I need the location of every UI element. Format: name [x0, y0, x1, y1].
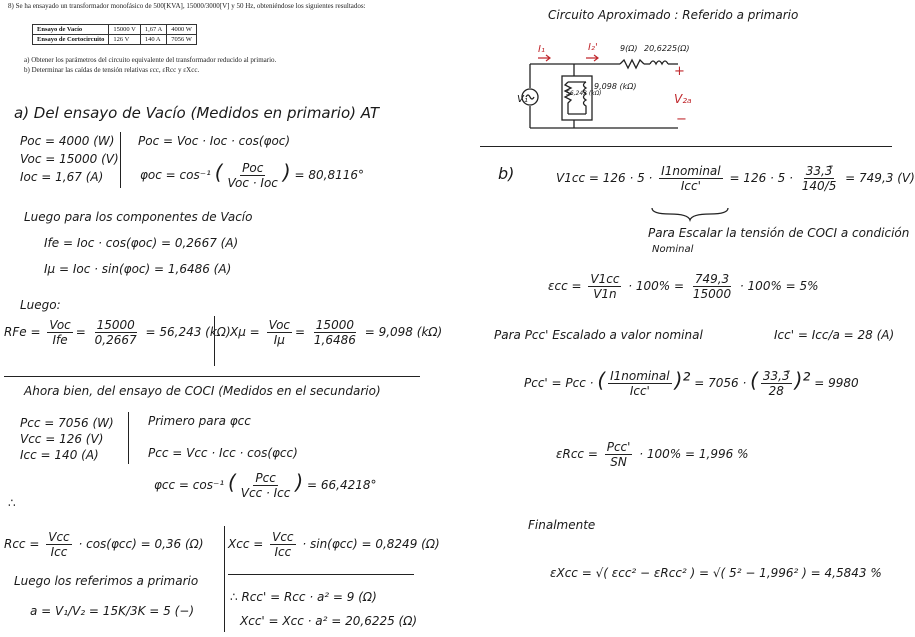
- section-a-header: a) Del ensayo de Vacío (Medidos en prima…: [14, 104, 380, 122]
- section-b-label: b): [498, 164, 515, 183]
- luego-componentes: Luego para los componentes de Vacío: [24, 210, 253, 224]
- magnetizing-branch-box: [561, 75, 593, 121]
- vcc-value: Vcc = 126 (V): [20, 432, 104, 446]
- equivalent-circuit-diagram: [521, 54, 678, 129]
- i1-label: I₁: [538, 44, 545, 55]
- series-x-label: 20,6225(Ω): [644, 44, 690, 53]
- xm-label: 9,098 (kΩ): [594, 82, 637, 91]
- ioc-value: Ioc = 1,67 (A): [20, 170, 104, 184]
- test-results-table: Ensayo de Vacío 15000 V 1,67 A 4000 W En…: [31, 24, 197, 45]
- luego-referimos: Luego los referimos a primario: [14, 574, 199, 588]
- divider: [224, 526, 226, 632]
- voc-value: Voc = 15000 (V): [20, 152, 119, 166]
- icc-value: Icc = 140 (A): [20, 448, 99, 462]
- poc-value: Poc = 4000 (W): [20, 134, 115, 148]
- therefore-dots: ∴: [8, 496, 16, 510]
- xm-inductor: [582, 81, 588, 114]
- divider: [480, 146, 892, 148]
- series-inductor: [649, 60, 669, 66]
- underbrace-icon: [651, 207, 729, 223]
- minus-sign: −: [676, 112, 687, 127]
- i2-label: I₂': [588, 42, 598, 53]
- voltage-source-symbol: [521, 88, 539, 106]
- luego-label: Luego:: [20, 298, 61, 312]
- xcc-referred: Xcc' = Xcc · a² = 20,6225 (Ω): [240, 614, 418, 628]
- problem-item-b: b) Determinar las caídas de tensión rela…: [24, 66, 200, 74]
- ife-equation: Ife = Ioc · cos(φoc) = 0,2667 (A): [44, 236, 239, 250]
- divider: [214, 316, 216, 366]
- divider: [128, 412, 130, 464]
- v2a-label: V₂ₐ: [674, 92, 692, 106]
- scaling-note-nominal: Nominal: [652, 244, 694, 255]
- pcc-scaling-label: Para Pcc' Escalado a valor nominal: [494, 328, 703, 342]
- rfe-resistor: [563, 81, 573, 114]
- series-r-label: 9(Ω): [620, 44, 638, 53]
- icc-scaled: Icc' = Icc/a = 28 (A): [774, 328, 895, 342]
- series-resistor: [619, 58, 645, 70]
- plus-sign: +: [674, 64, 685, 79]
- table-row: Ensayo de Vacío 15000 V 1,67 A 4000 W: [31, 24, 197, 35]
- rfe-label: 56,243 (kΩ): [566, 90, 602, 97]
- turns-ratio: a = V₁/V₂ = 15K/3K = 5 (−): [30, 604, 195, 618]
- problem-statement: 8) Se ha ensayado un transformador monof…: [8, 2, 366, 10]
- pcc-value: Pcc = 7056 (W): [20, 416, 114, 430]
- rcc-referred: ∴ Rcc' = Rcc · a² = 9 (Ω): [230, 590, 377, 604]
- erc-equation: εRcc = Pcc'SN · 100% = 1,996 %: [556, 440, 749, 469]
- circuit-title: Circuito Aproximado : Referido a primari…: [548, 8, 799, 22]
- v1-label: V₁: [517, 94, 528, 105]
- im-equation: Iμ = Ioc · sin(φoc) = 1,6486 (A): [44, 262, 232, 276]
- divider: [120, 132, 122, 188]
- table-row: Ensayo de Cortocircuito 126 V 140 A 7056…: [31, 34, 197, 45]
- problem-item-a: a) Obtener los parámetros del circuito e…: [24, 56, 277, 64]
- divider: [228, 574, 414, 576]
- pcc-formula: Pcc = Vcc · Icc · cos(φcc): [148, 446, 298, 460]
- divider: [4, 376, 420, 378]
- scaling-note: Para Escalar la tensión de COCI a condic…: [648, 226, 910, 240]
- i1-arrow: [538, 54, 551, 62]
- section-cc-header: Ahora bien, del ensayo de COCI (Medidos …: [24, 384, 381, 398]
- exc-equation: εXcc = √( εcc² − εRcc² ) = √( 5² − 1,996…: [550, 566, 882, 580]
- poc-formula: Poc = Voc · Ioc · cos(φoc): [138, 134, 291, 148]
- i2-arrow: [586, 54, 599, 62]
- finalmente-label: Finalmente: [528, 518, 596, 532]
- primero-label: Primero para φcc: [148, 414, 251, 428]
